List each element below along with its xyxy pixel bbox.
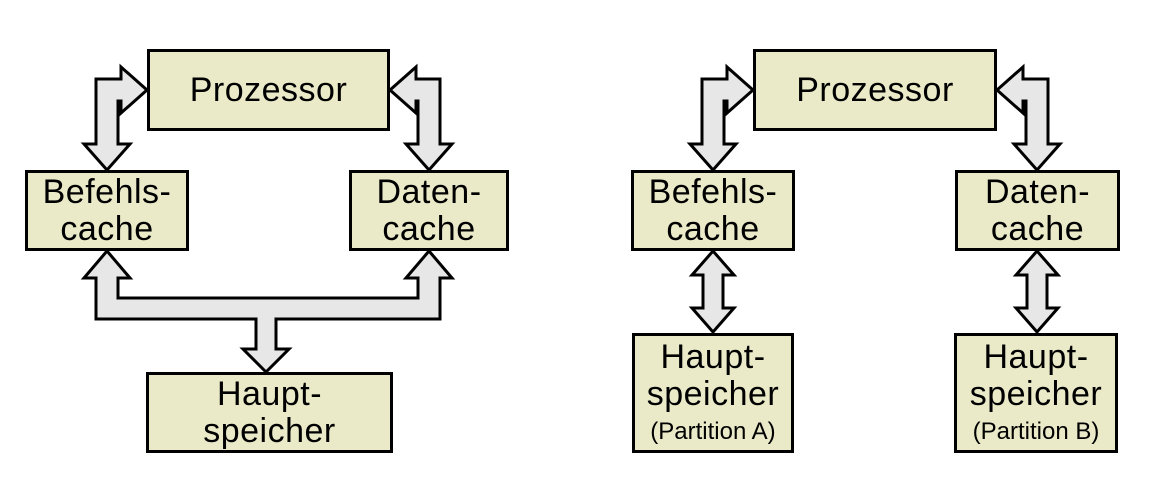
left-main-memory-label-line1: Haupt- — [216, 374, 323, 413]
left-processor-dcache-double-arrow-icon — [387, 63, 456, 173]
right-processor-icache-double-arrow-icon — [686, 63, 756, 173]
left-main-memory-box: Haupt- speicher — [146, 372, 393, 453]
left-data-cache-box: Daten- cache — [349, 170, 509, 251]
right-instruction-cache-label-line1: Befehls- — [648, 172, 778, 211]
right-main-memory-a-partition-label: (Partition A) — [650, 418, 776, 445]
right-processor-label: Prozessor — [796, 70, 954, 109]
left-processor-box: Prozessor — [147, 49, 390, 131]
right-data-cache-label-line2: cache — [990, 209, 1085, 248]
right-main-memory-partition-b-box: Haupt- speicher (Partition B) — [954, 333, 1118, 453]
left-instruction-cache-box: Befehls- cache — [25, 170, 189, 251]
left-processor-icache-double-arrow-icon — [80, 63, 150, 173]
right-dcache-partition-b-double-arrow-icon — [1012, 248, 1062, 335]
left-data-cache-label-line2: cache — [382, 209, 476, 248]
left-instruction-cache-label-line2: cache — [60, 209, 154, 248]
right-main-memory-partition-a-box: Haupt- speicher (Partition A) — [632, 333, 794, 453]
left-instruction-cache-label-line1: Befehls- — [42, 172, 172, 211]
right-instruction-cache-box: Befehls- cache — [631, 170, 795, 251]
right-instruction-cache-label-line2: cache — [666, 209, 760, 248]
right-main-memory-b-label-line1: Haupt- — [983, 338, 1089, 376]
right-main-memory-a-label-line2: speicher — [646, 375, 780, 413]
left-processor-label: Prozessor — [189, 70, 348, 109]
right-main-memory-b-partition-label: (Partition B) — [972, 418, 1100, 445]
right-data-cache-box: Daten- cache — [955, 170, 1120, 251]
right-processor-dcache-double-arrow-icon — [994, 63, 1064, 173]
right-processor-box: Prozessor — [753, 49, 997, 131]
left-main-memory-label-line2: speicher — [203, 411, 336, 450]
right-main-memory-b-label-line2: speicher — [969, 375, 1103, 413]
right-data-cache-label-line1: Daten- — [984, 172, 1091, 211]
left-caches-mainmemory-branched-arrow-icon — [80, 248, 456, 375]
left-data-cache-label-line1: Daten- — [376, 172, 482, 211]
right-main-memory-a-label-line1: Haupt- — [660, 338, 766, 376]
right-icache-partition-a-double-arrow-icon — [688, 248, 738, 335]
